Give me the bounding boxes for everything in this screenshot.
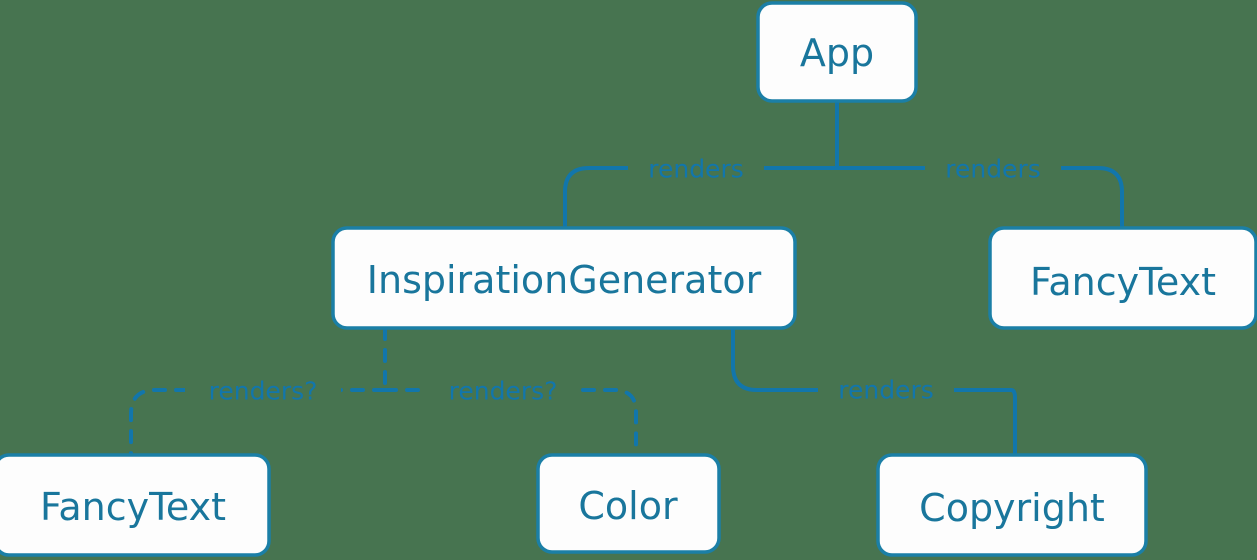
node-box[interactable] xyxy=(988,226,1257,330)
edge-label-text: renders? xyxy=(449,377,558,406)
node-fancytext-top[interactable]: FancyText xyxy=(988,226,1257,330)
edge-label-inspirationgenerator-to-color: renders? xyxy=(425,375,581,407)
edge-label-text: renders? xyxy=(209,377,318,406)
node-fancytext-bottom[interactable]: FancyText xyxy=(0,453,271,557)
node-box[interactable] xyxy=(331,226,797,330)
node-box[interactable] xyxy=(756,1,918,103)
edge-label-inspirationgenerator-to-copyright: renders xyxy=(818,374,954,406)
edge-label-text: renders xyxy=(945,155,1041,184)
node-label: Color xyxy=(578,484,678,528)
node-app[interactable]: App xyxy=(756,1,918,103)
edge-inspirationgenerator-to-color xyxy=(383,388,638,457)
edge-label-inspirationgenerator-to-fancytext-bottom: renders? xyxy=(185,375,341,407)
edge-label-text: renders xyxy=(838,376,934,405)
node-label: Copyright xyxy=(919,486,1105,530)
node-label: InspirationGenerator xyxy=(367,258,762,302)
node-box[interactable] xyxy=(876,453,1148,557)
edge-label-app-to-fancytext-top: renders xyxy=(925,152,1061,184)
edge-app-to-inspirationgenerator xyxy=(563,166,839,230)
edge-label-app-to-inspirationgenerator: renders xyxy=(628,152,764,184)
edge-app-to-fancytext-top xyxy=(835,166,1124,230)
node-color[interactable]: Color xyxy=(536,453,721,554)
node-label: App xyxy=(800,31,874,75)
node-label: FancyText xyxy=(40,485,226,529)
node-inspirationgenerator[interactable]: InspirationGenerator xyxy=(331,226,797,330)
node-box[interactable] xyxy=(0,453,271,557)
node-copyright[interactable]: Copyright xyxy=(876,453,1148,557)
node-label: FancyText xyxy=(1030,260,1216,304)
edge-inspirationgenerator-to-fancytext-bottom xyxy=(129,388,387,457)
node-box[interactable] xyxy=(536,453,721,554)
edge-label-text: renders xyxy=(648,155,744,184)
